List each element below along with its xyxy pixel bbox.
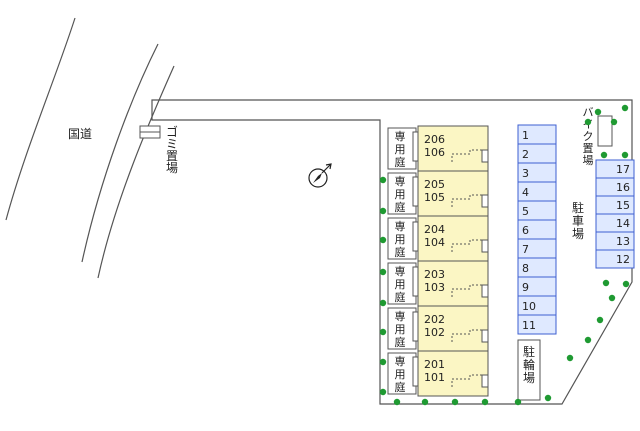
unit-door xyxy=(481,239,489,253)
parking-space-number: 14 xyxy=(616,217,630,230)
tree-icon xyxy=(421,398,429,406)
private-garden-label: 専用庭 xyxy=(395,130,406,169)
tree-icon xyxy=(621,104,629,112)
garden-fence xyxy=(412,266,419,297)
tree-icon xyxy=(544,394,552,402)
tree-icon xyxy=(379,207,387,215)
parking-space-number: 8 xyxy=(522,262,529,275)
national-road-label: 国道 xyxy=(68,127,92,141)
parking-space-number: 3 xyxy=(522,167,529,180)
parking-label: 駐車場 xyxy=(572,200,584,241)
road-line xyxy=(81,43,159,263)
unit-door xyxy=(481,149,489,163)
tree-icon xyxy=(379,388,387,396)
parking-space-number: 15 xyxy=(616,199,630,212)
tree-icon xyxy=(514,398,522,406)
private-garden xyxy=(387,172,417,215)
garbage-label: ゴミ置場 xyxy=(166,124,178,175)
tree-icon xyxy=(393,398,401,406)
unit-door xyxy=(481,194,489,208)
road-line xyxy=(5,17,76,221)
parking-space-number: 6 xyxy=(522,224,529,237)
tree-icon xyxy=(379,328,387,336)
private-garden-label: 専用庭 xyxy=(395,310,406,349)
site-boundary xyxy=(151,99,633,405)
north-arrow-icon xyxy=(308,163,332,188)
unit-number-upper: 205 xyxy=(424,178,445,191)
tree-icon xyxy=(379,236,387,244)
bike-label: バイク置場 xyxy=(583,106,594,167)
tree-icon xyxy=(584,336,592,344)
bicycle-parking xyxy=(517,339,541,401)
tree-icon xyxy=(600,151,608,159)
private-garden-label: 専用庭 xyxy=(395,175,406,214)
tree-icon xyxy=(379,299,387,307)
parking-space xyxy=(517,314,557,335)
unit-number-lower: 103 xyxy=(424,281,445,294)
private-garden xyxy=(387,352,417,395)
tree-icon xyxy=(379,358,387,366)
bicycle-label: 駐輪場 xyxy=(523,344,535,385)
tree-icon xyxy=(596,316,604,324)
tree-icon xyxy=(566,354,574,362)
unit-number-lower: 104 xyxy=(424,236,445,249)
parking-space-number: 1 xyxy=(522,129,529,142)
parking-space-number: 9 xyxy=(522,281,529,294)
parking-space-number: 7 xyxy=(522,243,529,256)
parking-space xyxy=(595,249,635,269)
unit-number-upper: 206 xyxy=(424,133,445,146)
tree-icon xyxy=(451,398,459,406)
unit-number-upper: 202 xyxy=(424,313,445,326)
parking-space-number: 16 xyxy=(616,181,630,194)
unit-number-upper: 203 xyxy=(424,268,445,281)
unit-number-lower: 102 xyxy=(424,326,445,339)
unit-number-lower: 101 xyxy=(424,371,445,384)
garden-fence xyxy=(412,311,419,342)
unit-door xyxy=(481,329,489,343)
parking-space-number: 13 xyxy=(616,235,630,248)
unit-number-upper: 204 xyxy=(424,223,445,236)
garden-fence xyxy=(412,176,419,207)
parking-space-number: 12 xyxy=(616,253,630,266)
unit-number-lower: 106 xyxy=(424,146,445,159)
parking-space-number: 5 xyxy=(522,205,529,218)
parking-space-number: 10 xyxy=(522,300,536,313)
tree-icon xyxy=(379,176,387,184)
private-garden-label: 専用庭 xyxy=(395,355,406,394)
unit-door xyxy=(481,284,489,298)
garden-fence xyxy=(412,131,419,162)
tree-icon xyxy=(594,108,602,116)
private-garden-label: 専用庭 xyxy=(395,265,406,304)
bike-parking xyxy=(597,115,613,147)
garden-fence xyxy=(412,356,419,387)
tree-icon xyxy=(621,151,629,159)
parking-space-number: 11 xyxy=(522,319,536,332)
garden-fence xyxy=(412,221,419,252)
unit-door xyxy=(481,374,489,388)
private-garden-label: 専用庭 xyxy=(395,220,406,259)
parking-space-number: 4 xyxy=(522,186,529,199)
parking-space-number: 2 xyxy=(522,148,529,161)
tree-icon xyxy=(602,279,610,287)
tree-icon xyxy=(622,280,630,288)
tree-icon xyxy=(379,268,387,276)
unit-number-upper: 201 xyxy=(424,358,445,371)
road-line xyxy=(97,65,175,279)
tree-icon xyxy=(481,398,489,406)
unit-number-lower: 105 xyxy=(424,191,445,204)
tree-icon xyxy=(584,118,592,126)
tree-icon xyxy=(608,294,616,302)
tree-icon xyxy=(610,118,618,126)
parking-space-number: 17 xyxy=(616,163,630,176)
